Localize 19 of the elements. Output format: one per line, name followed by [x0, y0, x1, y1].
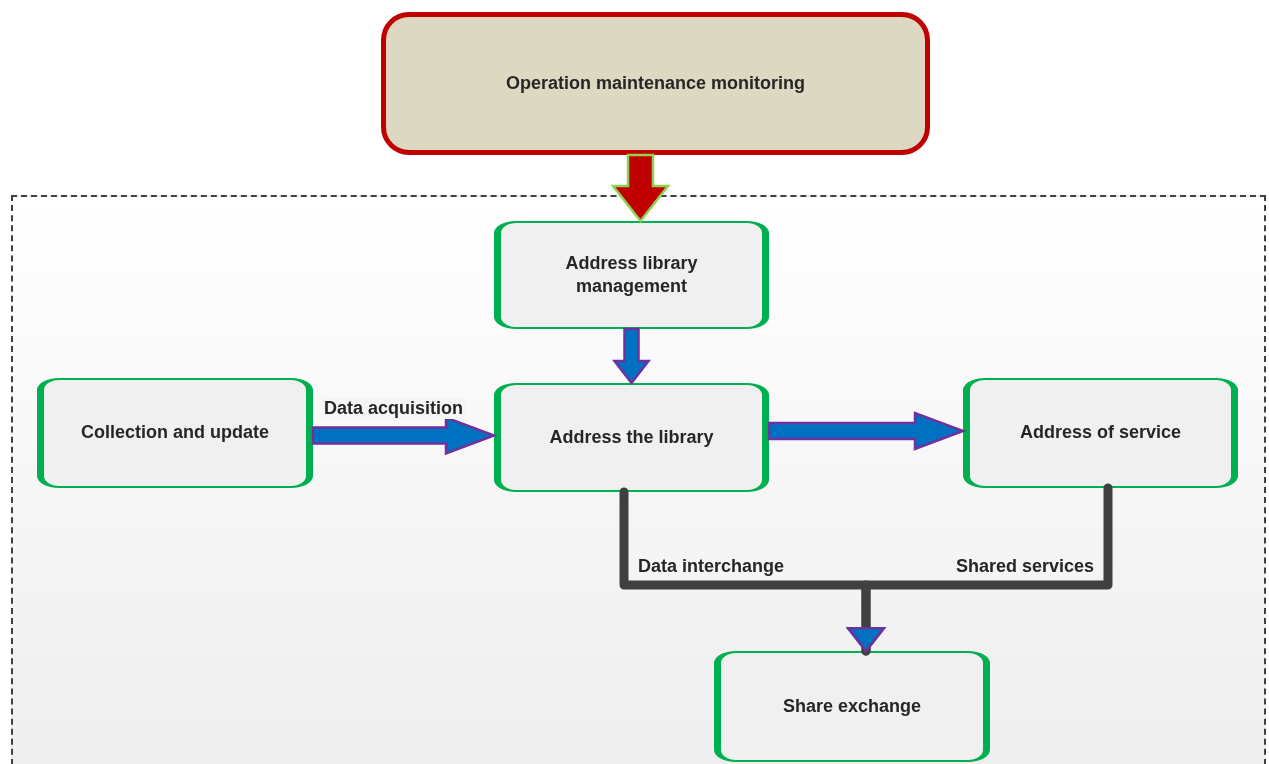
- process-box: [494, 383, 769, 492]
- node-label: Collection and update: [81, 421, 269, 445]
- process-box: [963, 378, 1238, 488]
- dashed-region: [11, 195, 1266, 764]
- process-box: [381, 12, 930, 155]
- process-box: [714, 651, 990, 762]
- block-arrow: [611, 327, 652, 386]
- node-label: Address of service: [1019, 421, 1182, 445]
- process-box: [494, 221, 769, 329]
- block-arrow: [610, 153, 671, 224]
- node-label: Address library management: [564, 251, 699, 298]
- edge-label: Data interchange: [636, 556, 787, 578]
- process-box: [37, 378, 313, 488]
- block-arrow: [767, 411, 967, 451]
- edge-label: Data acquisition: [322, 397, 466, 420]
- node-label: Operation maintenance monitoring: [506, 71, 805, 95]
- connector-arrow: [846, 483, 1113, 656]
- node-label: Share exchange: [782, 694, 922, 718]
- node-label: Address the library: [549, 425, 714, 449]
